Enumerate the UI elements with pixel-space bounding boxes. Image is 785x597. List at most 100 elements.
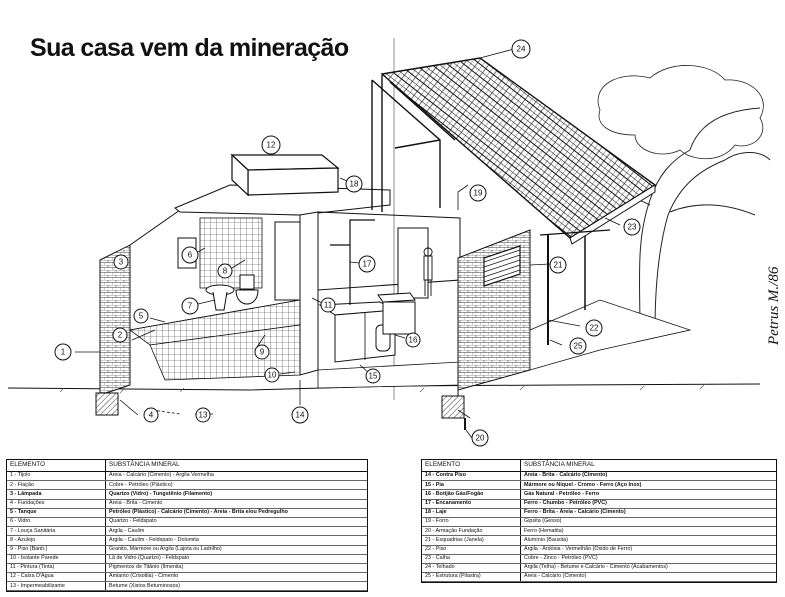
callout-label: 19 [474, 189, 483, 198]
kitchen-floor [317, 361, 461, 389]
callout-label: 22 [590, 324, 599, 333]
toilet [235, 274, 259, 305]
callout-label: 2 [118, 331, 123, 340]
substance-cell: Argila - Caulim [105, 526, 367, 537]
element-cell: 6 - Vidro [7, 517, 106, 528]
substance-cell: Alumínio (Bauxita) [520, 535, 776, 546]
substance-cell: Argila - Ardósia - Vermelhão (Óxido de F… [520, 545, 776, 555]
legend-table-right: ELEMENTO SUBSTÂNCIA MINERAL 14 - Contra … [421, 459, 777, 584]
person-figure [423, 247, 433, 296]
callout-12 [261, 135, 281, 155]
substance-cell: Gipsita (Gesso) [520, 517, 776, 528]
substance-cell: Pigmentos de Titânio (Ilmenita) [105, 563, 367, 574]
element-cell: 22 - Piso [422, 545, 521, 555]
substance-cell: Granito, Mármore ou Argila (Lajota ou La… [105, 545, 367, 555]
callout-21 [549, 256, 567, 274]
substance-cell: Cobre - Zinco - Petróleo (PVC) [520, 554, 776, 564]
substance-cell: Quartzo (Vidro) - Tungstênio (Filamento) [105, 489, 367, 500]
table-row: 21 - Esquadrias (Janela)Alumínio (Bauxit… [422, 535, 776, 546]
bathroom-door [274, 221, 304, 301]
middle-partition [299, 211, 319, 376]
callout-17 [358, 255, 376, 273]
water-tank [230, 153, 340, 197]
element-cell: 19 - Forro [422, 517, 521, 528]
substance-cell: Petróleo (Plástico) - Calcário (Cimento)… [105, 508, 367, 518]
callout-label: 8 [223, 267, 228, 276]
callout-5 [133, 308, 149, 324]
roof-frame [371, 75, 456, 212]
callout-label: 25 [574, 342, 583, 351]
callout-label: 7 [188, 302, 193, 311]
element-cell: 2 - Fiação [7, 480, 106, 491]
table-row: 11 - Pintura (Tinta)Pigmentos de Titânio… [7, 563, 367, 574]
right-foundation [441, 395, 465, 419]
column-header-element: ELEMENTO [422, 460, 521, 472]
element-cell: 25 - Estrutura (Pilastra) [422, 572, 521, 583]
element-cell: 12 - Caixa D'Água [7, 572, 106, 583]
callout-label: 3 [119, 258, 124, 267]
porch-floor [529, 299, 692, 371]
callout-label: 18 [350, 180, 359, 189]
roof-edge [569, 184, 656, 245]
callout-23 [623, 218, 641, 236]
callout-4 [143, 407, 159, 423]
callout-label: 15 [369, 372, 378, 381]
element-cell: 18 - Laje [422, 508, 521, 518]
callout-6 [181, 246, 199, 264]
window [483, 245, 521, 287]
kitchen-door [397, 227, 429, 299]
substance-cell: Areia - Calcário (Cimento) [520, 572, 776, 583]
column-header-substance: SUBSTÂNCIA MINERAL [520, 460, 776, 472]
element-cell: 21 - Esquadrias (Janela) [422, 535, 521, 546]
callout-label: 12 [267, 141, 276, 150]
element-cell: 11 - Pintura (Tinta) [7, 563, 106, 574]
element-cell: 4 - Fundações [7, 499, 106, 509]
callout-25 [569, 337, 587, 355]
element-cell: 15 - Pia [422, 480, 521, 491]
callout-label: 17 [363, 260, 372, 269]
callout-14 [291, 406, 309, 424]
callout-label: 20 [476, 434, 485, 443]
element-cell: 24 - Telhado [422, 563, 521, 574]
substance-cell: Ferro - Chumbo - Petróleo (PVC) [520, 499, 776, 509]
water-pipe [330, 219, 375, 305]
callout-label: 23 [628, 223, 637, 232]
left-brick-wall [99, 244, 131, 396]
element-cell: 16 - Botijão Gás/Fogão [422, 489, 521, 500]
substance-cell: Areia - Brita - Cimento [105, 499, 367, 509]
substance-cell: Quartzo - Feldspato [105, 517, 367, 528]
element-cell: 10 - Isolante Parede [7, 554, 106, 564]
callout-2 [112, 327, 128, 343]
callout-label: 4 [149, 411, 154, 420]
callout-24 [511, 39, 531, 59]
element-cell: 13 - Impermeabilizante [7, 581, 106, 592]
callout-9 [254, 344, 270, 360]
page-title: Sua casa vem da mineração [30, 34, 349, 62]
callout-label: 6 [188, 251, 193, 260]
left-foundation [95, 392, 119, 416]
callout-18 [345, 175, 363, 193]
artist-signature: Petrus M./86 [766, 266, 782, 346]
element-cell: 5 - Tanque [7, 508, 106, 518]
callout-22 [585, 319, 603, 337]
callout-3 [113, 254, 129, 270]
substance-cell: Areia - Calcário (Cimento) - Argila Verm… [105, 471, 367, 482]
callout-label: 21 [554, 261, 563, 270]
